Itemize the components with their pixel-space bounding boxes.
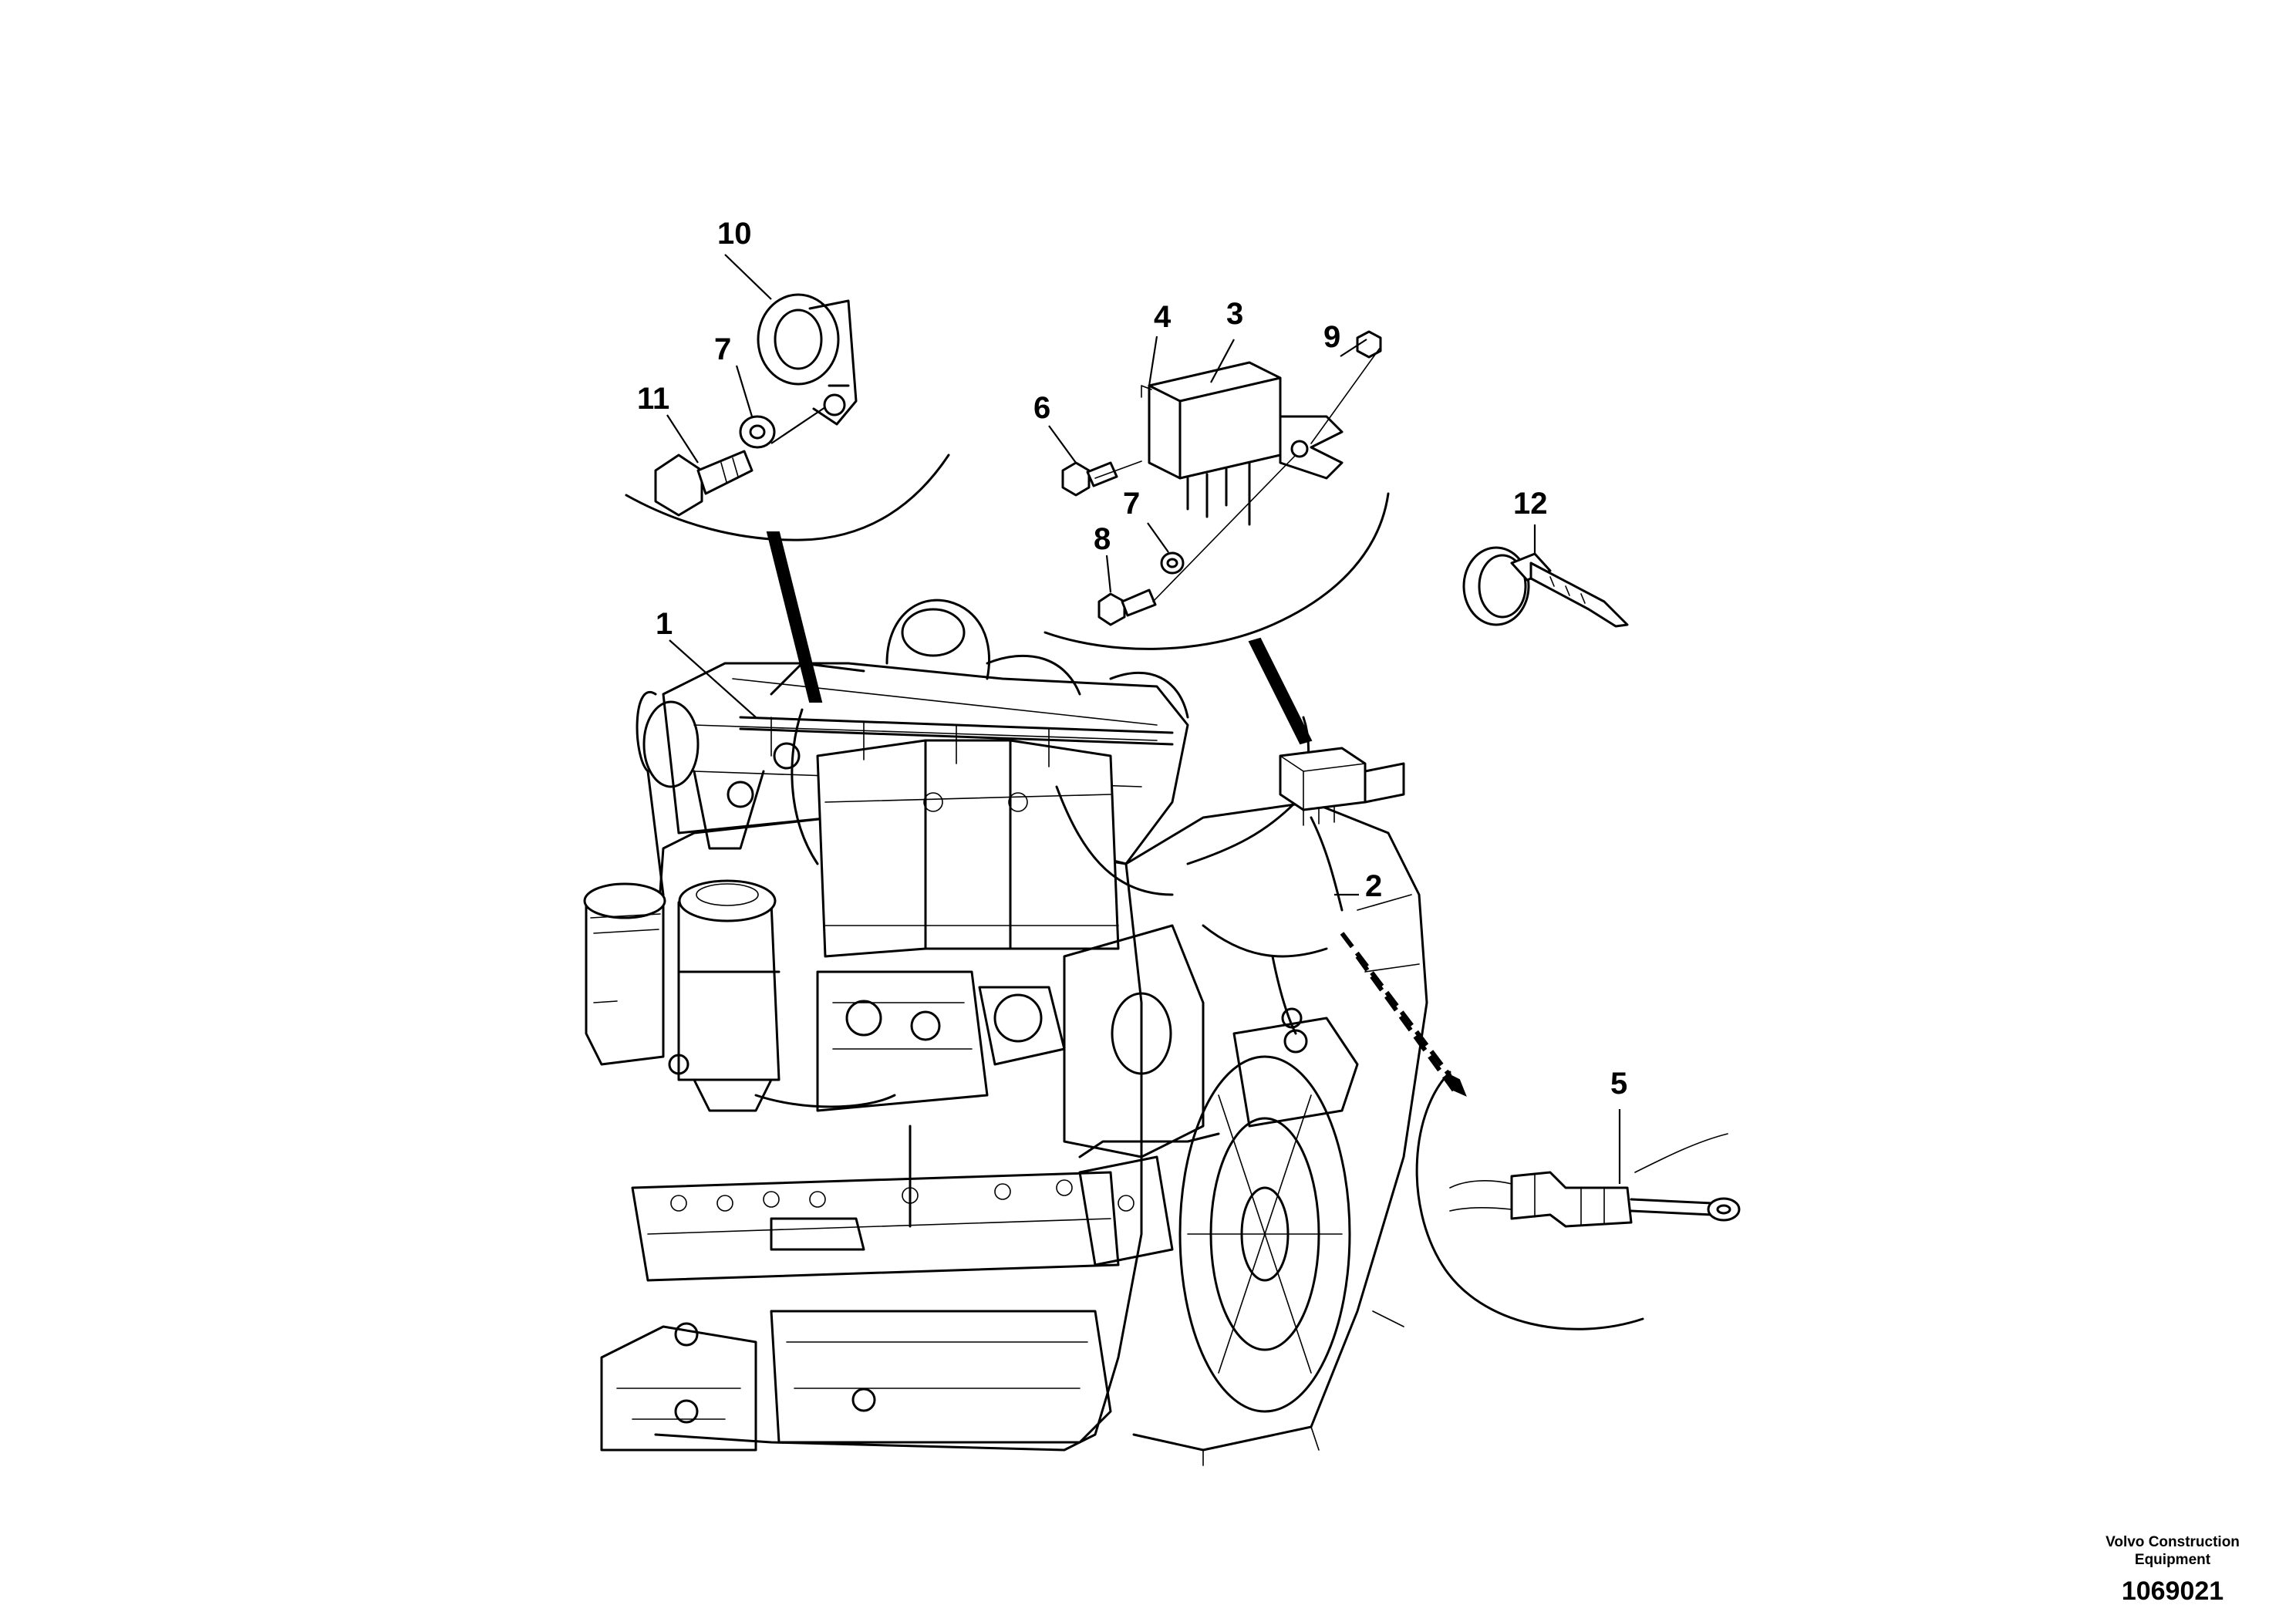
callout-8: 8 [1094,522,1111,556]
callout-7-clamp: 7 [714,332,731,366]
washer [1160,551,1185,575]
flange-bolt [654,450,754,517]
callout-2: 2 [1365,869,1382,903]
cable-tie [1462,524,1629,628]
callout-labels: 1 2 3 4 5 6 7 7 8 9 10 11 12 [637,217,1627,1101]
mounting-bracket [1279,415,1344,480]
callout-10: 10 [717,217,752,251]
bolt-with-washer [1061,461,1118,497]
rubber-clamp [757,293,858,426]
fuel-filter [668,879,781,1112]
callout-4: 4 [1154,300,1172,334]
timing-cover [1063,924,1205,1266]
callout-3: 3 [1226,297,1243,331]
oil-filter [583,882,666,1066]
washer [739,415,776,449]
relay [1141,361,1282,526]
callout-11: 11 [637,382,669,416]
callout-12: 12 [1513,487,1548,521]
manufacturer-line-1: Volvo Construction [2106,1534,2240,1550]
leader-1 [669,639,757,718]
callout-9: 9 [1323,320,1340,354]
fuel-rail [739,716,1174,767]
front-cover [636,690,801,896]
nut [1356,330,1382,359]
detail-view-ground-cable [1340,932,1741,1330]
callout-6: 6 [1033,391,1050,425]
cable-connector [1449,1133,1741,1228]
detail-view-clamp [625,254,950,703]
installed-relay [1279,747,1405,912]
ground-cable [1271,955,1303,1035]
callout-5: 5 [1610,1067,1627,1101]
injection-pump [816,970,1066,1112]
bolt [1097,588,1157,626]
callout-7-relay: 7 [1123,487,1140,521]
document-number: 1069021 [2121,1576,2224,1606]
document-footer: Volvo Construction Equipment 1069021 [2072,1533,2273,1607]
detail-view-relay [1043,330,1390,745]
engine-block [600,816,1143,1452]
manufacturer-line-2: Equipment [2134,1552,2211,1568]
flywheel-housing [1124,801,1428,1466]
callout-1: 1 [656,607,673,641]
